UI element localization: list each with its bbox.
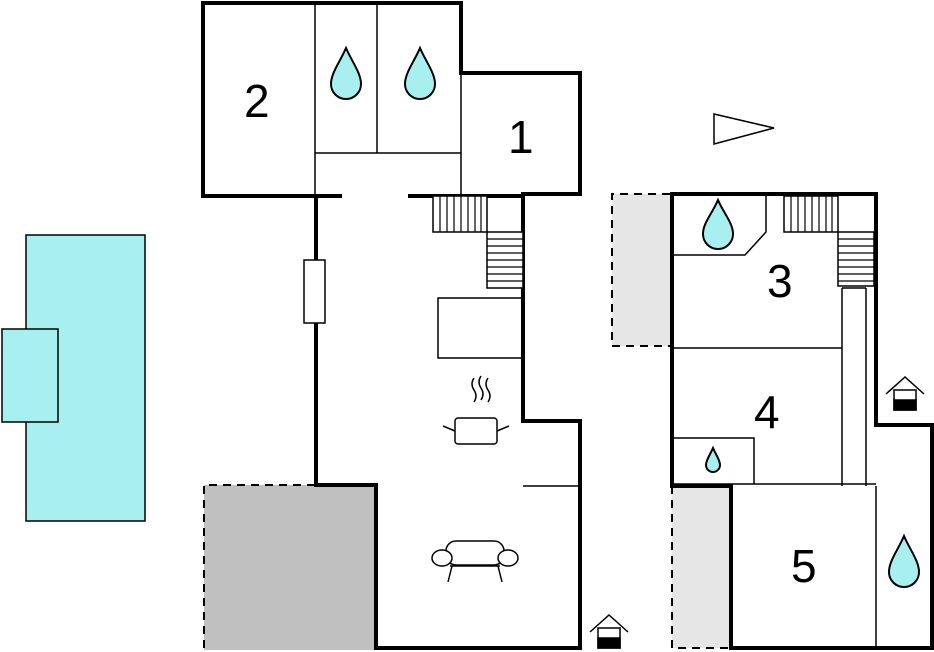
- water-drop-icon: [329, 45, 363, 100]
- entrance-icon: [589, 613, 629, 649]
- sofa-icon: [431, 540, 519, 583]
- water-drop-icon: [403, 45, 437, 100]
- cooking-pot-icon: [442, 375, 510, 445]
- building-left-inner: [303, 3, 580, 487]
- pool: [1, 234, 146, 522]
- entrance-icon: [885, 375, 925, 411]
- building-right-inner: [672, 196, 877, 648]
- terrace-light-bottom: [672, 486, 729, 648]
- stairs-icon: [783, 195, 875, 287]
- stairs-icon: [432, 195, 524, 289]
- terrace-light-top: [612, 194, 672, 346]
- water-drop-icon: [704, 445, 722, 473]
- room-label-4: 4: [754, 386, 780, 438]
- building-right-walls: [670, 192, 934, 650]
- room-label-1: 1: [508, 111, 534, 163]
- room-label-2: 2: [244, 75, 270, 127]
- room-label-3: 3: [767, 255, 793, 307]
- room-label-5: 5: [791, 540, 817, 592]
- terrace-dark: [204, 485, 374, 650]
- north-arrow-icon: [713, 113, 775, 145]
- water-drop-icon: [887, 533, 921, 588]
- water-drop-icon: [701, 197, 735, 250]
